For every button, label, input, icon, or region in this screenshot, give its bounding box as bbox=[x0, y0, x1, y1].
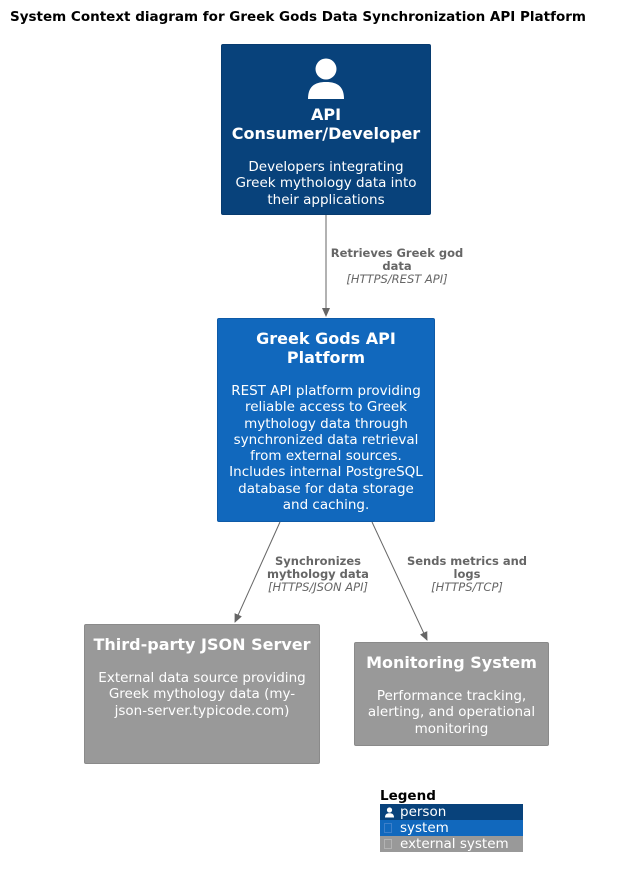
person-icon bbox=[385, 807, 394, 818]
node-third-party-json-server[interactable]: Third-party JSON Server External data so… bbox=[84, 624, 320, 764]
person-icon bbox=[308, 58, 344, 99]
edge-label-text: Synchronizes mythology data bbox=[267, 554, 369, 581]
edge-label-consumer-platform: Retrieves Greek god data [HTTPS/REST API… bbox=[318, 247, 476, 286]
legend-label: external system bbox=[400, 836, 509, 852]
edge-label-text: Sends metrics and logs bbox=[406, 554, 528, 581]
legend-item-external-system: external system bbox=[380, 836, 523, 852]
edge-platform-thirdparty bbox=[234, 521, 281, 623]
legend-item-person: person bbox=[380, 804, 523, 820]
legend-label: person bbox=[400, 804, 447, 820]
node-name: API Consumer/Developer bbox=[231, 105, 421, 143]
diagram-title: System Context diagram for Greek Gods Da… bbox=[10, 9, 586, 25]
node-name: Monitoring System bbox=[366, 653, 537, 672]
edge-technology: [HTTPS/TCP] bbox=[431, 580, 503, 594]
node-name: Greek Gods API Platform bbox=[256, 329, 396, 367]
node-monitoring-system[interactable]: Monitoring System Performance tracking, … bbox=[354, 642, 549, 746]
edge-label-platform-thirdparty: Synchronizes mythology data [HTTPS/JSON … bbox=[262, 555, 374, 594]
node-name: Third-party JSON Server bbox=[93, 635, 311, 654]
system-icon bbox=[384, 823, 392, 833]
edge-label-platform-monitoring: Sends metrics and logs [HTTPS/TCP] bbox=[400, 555, 534, 594]
legend-title: Legend bbox=[380, 788, 436, 804]
legend-item-system: system bbox=[380, 820, 523, 836]
edge-technology: [HTTPS/REST API] bbox=[346, 272, 448, 286]
node-description: REST API platform providing reliable acc… bbox=[229, 383, 423, 514]
node-api-consumer[interactable]: API Consumer/Developer Developers integr… bbox=[221, 44, 431, 215]
edge-technology: [HTTPS/JSON API] bbox=[268, 580, 368, 594]
node-description: Performance tracking, alerting, and oper… bbox=[367, 688, 536, 737]
legend-label: system bbox=[400, 820, 449, 836]
node-description: Developers integrating Greek mythology d… bbox=[235, 159, 417, 208]
node-description: External data source providing Greek myt… bbox=[98, 670, 306, 719]
edge-label-text: Retrieves Greek god data bbox=[330, 246, 464, 273]
edge-platform-monitoring bbox=[371, 521, 428, 641]
node-greek-gods-api-platform[interactable]: Greek Gods API Platform REST API platfor… bbox=[217, 318, 435, 522]
external-system-icon bbox=[384, 839, 392, 849]
